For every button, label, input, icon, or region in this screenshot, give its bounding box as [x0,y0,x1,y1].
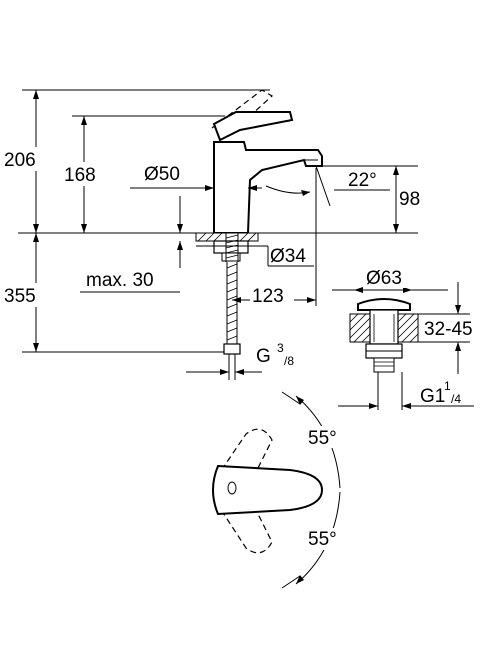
dim-waste-thread-main: G1 [420,386,445,407]
flex-hose [223,262,241,380]
dimension-angle-22: 22° [265,165,390,207]
dim-dia50-label: Ø50 [144,164,180,185]
dim-123-label: 123 [252,286,284,307]
dim-hose-thread-sup: 3 [277,341,284,355]
faucet-body [213,141,323,234]
dimension-98: 98 [393,166,431,233]
dimension-dia34: Ø34 [196,245,314,267]
dim-waste-range-label: 32-45 [424,319,473,340]
dimension-355: 355 [2,233,50,352]
waste-fitting: Ø63 32-45 G1 1 /4 [332,266,474,410]
dimension-168: 168 [62,116,108,233]
dimension-max30: max. 30 [80,241,183,293]
lever-swing-up-outline [215,428,273,485]
lever-swing-down-outline [215,497,273,554]
dim-206-label: 206 [4,150,36,171]
dim-angle-55-top: 55° [308,428,337,449]
lever-top-view [212,464,324,516]
dimension-123: 123 [232,168,317,307]
dim-angle-22-label: 22° [348,170,377,191]
dim-waste-thread-sub: /4 [451,392,461,406]
lever-handle [212,111,294,142]
lever-plan-view: 55° 55° [212,391,350,589]
faucet-elevation [195,89,323,380]
dim-angle-55-bottom: 55° [308,529,337,550]
dim-hose-thread-sub: /8 [284,354,294,368]
dimension-206: 206 [2,90,50,233]
dim-max30-label: max. 30 [86,270,154,291]
dimension-dia50: Ø50 [130,164,262,233]
dim-dia63-label: Ø63 [366,268,402,289]
dim-waste-thread-sup: 1 [444,379,451,393]
dim-hose-thread-main: G [256,346,271,367]
dim-dia34-label: Ø34 [270,246,306,267]
dimension-hose-thread: G 3 /8 [186,341,294,375]
waste-cap [357,298,411,311]
dim-98-label: 98 [399,189,420,210]
dim-168-label: 168 [64,165,96,186]
dim-355-label: 355 [4,286,36,307]
